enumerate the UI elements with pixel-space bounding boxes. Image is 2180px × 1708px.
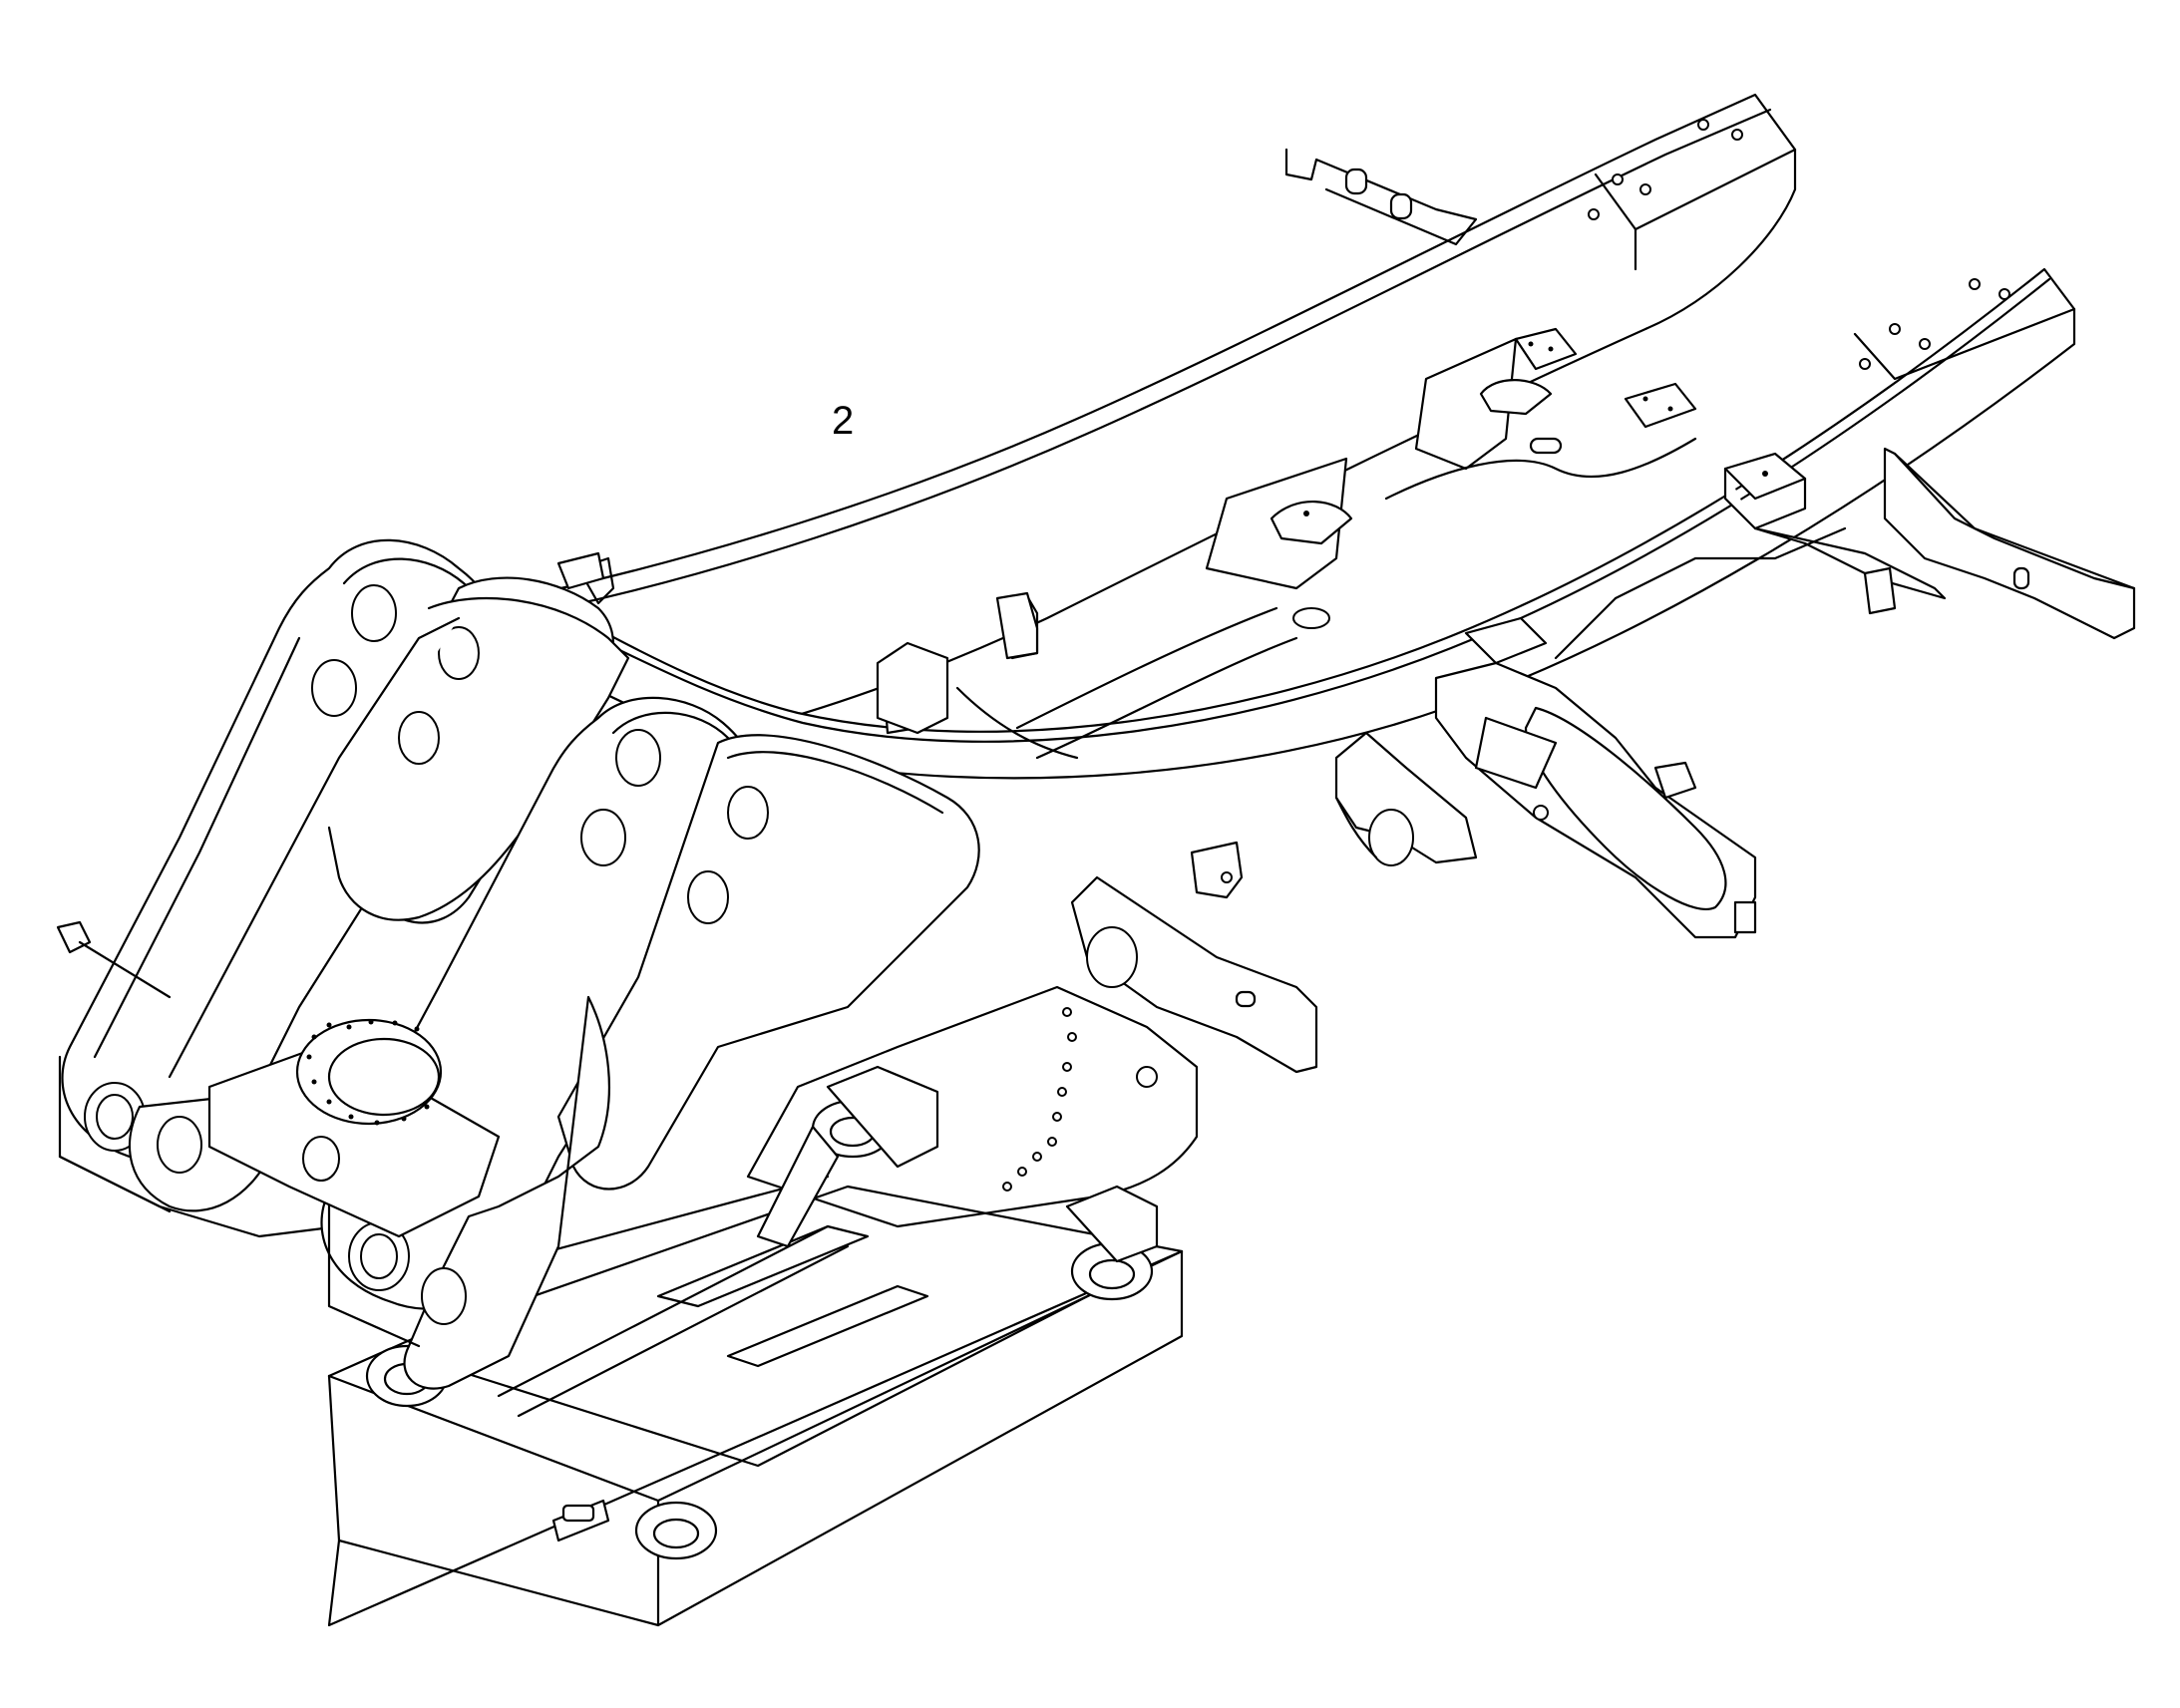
front-center-support	[1070, 841, 1318, 1074]
platform-cross-beams	[497, 1224, 929, 1418]
platform-end-blocks	[826, 1065, 1159, 1263]
center-spindle-bracket	[1334, 731, 1478, 866]
left-mid-braces	[556, 551, 1079, 760]
base-floor-plate	[746, 985, 1199, 1228]
center-cross-members	[881, 327, 1697, 760]
slew-ring-bolt-holes	[306, 1019, 430, 1126]
center-right-hanger	[1434, 616, 1757, 939]
rear-upper-beam	[537, 93, 1797, 760]
callout-label: 2	[832, 399, 854, 443]
left-boom-arm-pair	[56, 538, 630, 1238]
slew-ring-mount	[207, 1018, 501, 1238]
rear-outrigger-brackets	[1554, 447, 2136, 660]
base-plate-bolt-holes	[1002, 1007, 1158, 1192]
